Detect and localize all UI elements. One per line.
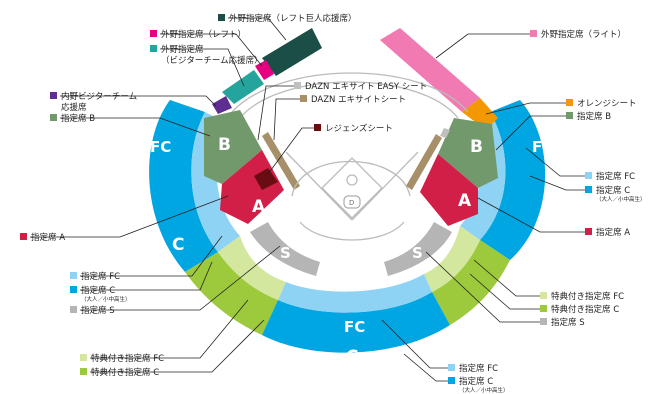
outfield-wall-line-2 <box>231 72 469 113</box>
seat-visitor-cheer[interactable] <box>222 70 264 104</box>
legend-c-bottom-note: （大人／小中高生） <box>459 386 509 394</box>
legend-c-right-note: （大人／小中高生） <box>596 195 646 203</box>
legend-fc-bottom: 指定席 FC <box>459 363 498 374</box>
seat-a-right[interactable] <box>420 154 478 226</box>
label-b-left: B <box>218 135 231 155</box>
legend-easy: DAZN エキサイト EASY シート <box>305 82 427 92</box>
legend-outfield-left: 外野指定席（レフト） <box>161 29 246 40</box>
seat-b-right[interactable] <box>438 118 498 188</box>
legend-b-left: 指定席 B <box>61 113 95 124</box>
legend-orange: オレンジシート <box>577 99 637 109</box>
label-b-right: B <box>470 137 483 157</box>
label-fc-left: FC <box>150 138 171 156</box>
diamond <box>321 157 383 219</box>
legend-special-fc-right: 特典付き指定席 FC <box>551 291 624 302</box>
outfield-wall-line <box>239 81 459 119</box>
seat-special-fc-right[interactable] <box>424 226 480 292</box>
label-fc-right: FC <box>532 138 553 156</box>
seat-orange[interactable] <box>462 98 498 130</box>
legend-s-right: 指定席 S <box>551 317 585 328</box>
seat-c-right[interactable] <box>480 100 546 260</box>
seat-fc-left[interactable] <box>191 112 240 252</box>
legend-a-right: 指定席 A <box>596 227 630 238</box>
legend-outfield-right: 外野指定席（ライト） <box>541 29 626 40</box>
legend-special-fc-left: 特典付き指定席 FC <box>91 353 164 364</box>
seat-giants-cheer[interactable] <box>262 28 322 76</box>
legend-special-c-left: 特典付き指定席 C <box>91 367 159 378</box>
label-a-left: A <box>252 197 266 217</box>
seat-s-right[interactable] <box>384 222 452 276</box>
seat-special-c-right[interactable] <box>432 240 510 325</box>
seat-s-left[interactable] <box>250 222 320 276</box>
legend-legends: レジェンズシート <box>325 123 393 134</box>
legend-fc-left: 指定席 FC <box>81 271 120 282</box>
seat-outfield-right[interactable] <box>380 28 480 112</box>
legend-b-right: 指定席 B <box>577 111 611 122</box>
foul-line-left <box>285 151 353 221</box>
legend-visitor-cheer-1: 外野指定席 <box>161 44 204 55</box>
seat-c-bottom[interactable] <box>262 292 450 353</box>
label-c-bottom: C <box>346 347 358 367</box>
legend-c-bottom: 指定席 C <box>459 376 493 387</box>
label-s-right: S <box>412 244 423 262</box>
legend-infield-visitor-1: 内野ビジターチーム <box>61 91 137 102</box>
legend-fc-right: 指定席 FC <box>596 171 635 182</box>
label-s-left: S <box>280 244 291 262</box>
seat-easy-right[interactable] <box>440 128 450 138</box>
seat-excite-left[interactable] <box>262 132 300 190</box>
seat-outfield-left[interactable] <box>255 60 274 80</box>
legend-excite: DAZN エキサイトシート <box>311 95 406 105</box>
legend-c-right: 指定席 C <box>596 185 630 196</box>
pitcher-mound <box>346 174 358 186</box>
seat-fc-bottom[interactable] <box>278 274 432 313</box>
legend-visitor-cheer-2: （ビジターチーム応援席） <box>161 55 263 66</box>
legend-a-left: 指定席 A <box>31 232 65 243</box>
legend-c-left: 指定席 C <box>81 285 115 296</box>
home-plate-label: D <box>349 199 354 207</box>
home-plate <box>343 195 361 209</box>
infield-arc <box>291 160 411 197</box>
legend-swatches <box>20 14 592 384</box>
backstop-line <box>299 221 405 241</box>
seat-legends[interactable] <box>254 168 278 190</box>
seat-excite-right[interactable] <box>406 134 442 190</box>
label-c-left: C <box>172 235 184 255</box>
seat-special-c-left[interactable] <box>185 252 278 335</box>
leader-lines <box>30 17 585 382</box>
seat-c-left[interactable] <box>149 100 218 272</box>
label-a-right: A <box>458 191 472 211</box>
seat-b-left[interactable] <box>204 110 262 184</box>
label-fc-bottom: FC <box>344 318 365 336</box>
legend-infield-visitor-2: 応援席 <box>61 102 87 113</box>
legend-s-left: 指定席 S <box>81 305 115 316</box>
legend-special-c-right: 特典付き指定席 C <box>551 304 619 315</box>
legend-c-left-note: （大人／小中高生） <box>81 295 131 303</box>
foul-line-right <box>351 151 419 221</box>
seat-infield-visitor[interactable] <box>212 96 232 114</box>
legend-giants-cheer: 外野指定席（レフト巨人応援席） <box>229 13 357 24</box>
